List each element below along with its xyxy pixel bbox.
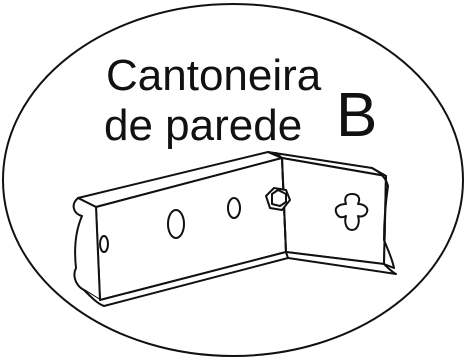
variant-letter: B [336, 81, 377, 150]
hole-3 [227, 197, 241, 219]
corner-fold [275, 152, 287, 253]
title-line-2: de parede [104, 101, 302, 150]
left-flange-bottom-lip [83, 251, 289, 307]
hex-nut-inner [271, 189, 287, 207]
right-flange-face [281, 157, 387, 265]
hole-2 [167, 209, 185, 239]
wall-corner-bracket-icon [72, 151, 397, 307]
hole-1 [99, 235, 109, 253]
keyhole-slot [334, 193, 369, 231]
title-line-1: Cantoneira [106, 51, 322, 100]
right-flange-bottom-lip [285, 251, 397, 275]
left-flange-end [72, 197, 101, 301]
right-flange-end [371, 167, 395, 269]
